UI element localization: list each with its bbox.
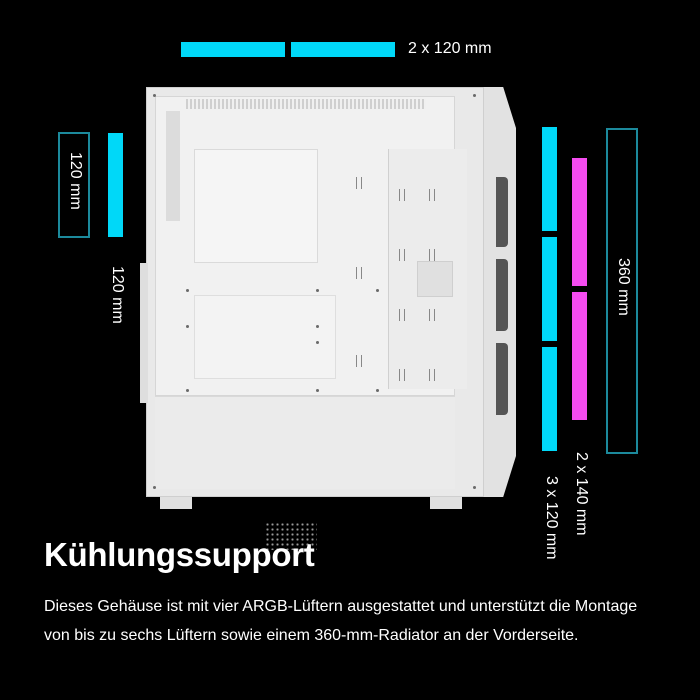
section-title: Kühlungssupport bbox=[44, 536, 315, 573]
front-vent-slot-1 bbox=[496, 177, 508, 247]
side-dimension-label: 120 mm bbox=[109, 266, 126, 324]
front-fan-140-bar-2 bbox=[572, 292, 587, 420]
rear-fan-dimension-box bbox=[58, 132, 90, 238]
front-fan-140-bar-1 bbox=[572, 158, 587, 286]
front-fans-120-label: 3 x 120 mm bbox=[543, 476, 560, 560]
top-fan-bar-1 bbox=[181, 42, 285, 57]
pc-case-illustration bbox=[140, 87, 516, 550]
front-fan-120-bar-1 bbox=[542, 127, 557, 231]
section-description: Dieses Gehäuse ist mit vier ARGB-Lüftern… bbox=[44, 598, 638, 644]
rear-io-expansion-slots bbox=[140, 263, 148, 403]
ventilation-grid bbox=[265, 522, 317, 550]
case-interior bbox=[155, 96, 467, 550]
top-fan-bar-2 bbox=[291, 42, 395, 57]
front-fan-120-bar-3 bbox=[542, 347, 557, 451]
radiator-label: 360 mm bbox=[615, 258, 632, 316]
case-side-frame bbox=[146, 87, 484, 550]
rear-fan-bar bbox=[108, 133, 123, 237]
drive-bay-cutout bbox=[417, 261, 453, 297]
case-foot-left bbox=[160, 497, 192, 509]
top-fans-label: 2 x 120 mm bbox=[408, 40, 492, 57]
front-vent-slot-3 bbox=[496, 343, 508, 415]
drive-bay-area bbox=[388, 149, 467, 389]
rear-fan-label: 120 mm bbox=[67, 152, 84, 210]
front-fans-140-label: 2 x 140 mm bbox=[573, 452, 590, 536]
front-fan-120-bar-2 bbox=[542, 237, 557, 341]
rear-fan-mount bbox=[166, 111, 180, 221]
motherboard-cutout bbox=[194, 149, 318, 263]
psu-shroud bbox=[155, 396, 455, 489]
case-foot-right bbox=[430, 497, 462, 509]
front-vent-slot-2 bbox=[496, 259, 508, 331]
radiator-dimension-box bbox=[606, 128, 638, 454]
motherboard-tray-lower bbox=[194, 295, 336, 550]
top-vent bbox=[186, 99, 426, 109]
